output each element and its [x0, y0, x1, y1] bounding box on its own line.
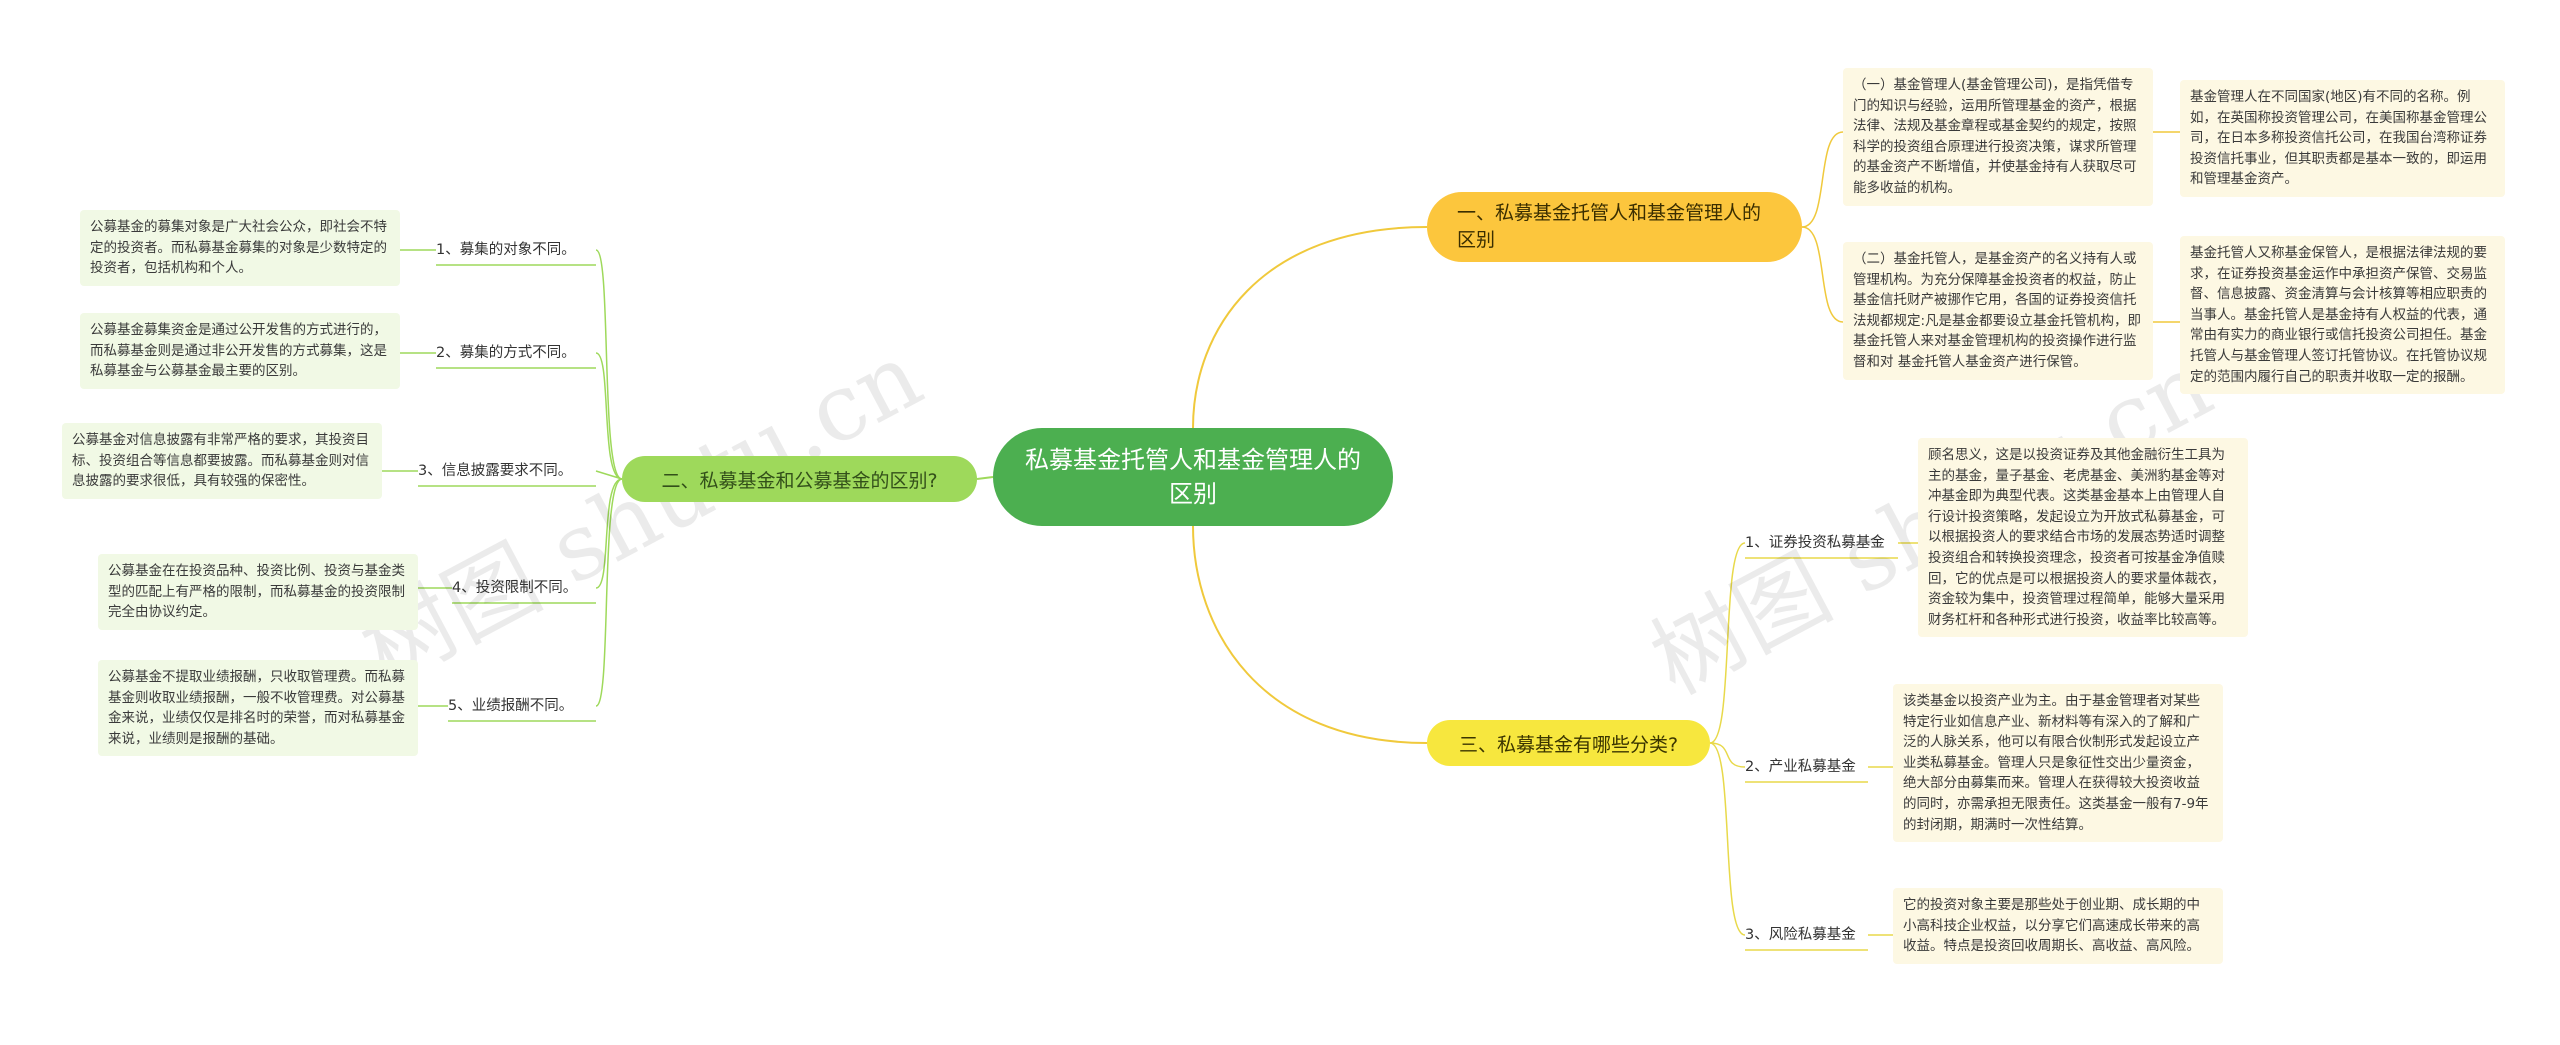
diff-item-3[interactable]: 3、信息披露要求不同。 — [418, 457, 596, 485]
diff-item-5[interactable]: 5、业绩报酬不同。 — [448, 692, 596, 720]
type-item-2[interactable]: 2、产业私募基金 — [1745, 753, 1868, 781]
diff-item-label: 4、投资限制不同。 — [452, 580, 578, 596]
branch-difference-custodian-manager[interactable]: 一、私募基金托管人和基金管理人的区别 — [1427, 192, 1802, 262]
branch-label: 一、私募基金托管人和基金管理人的区别 — [1457, 202, 1762, 251]
type-note-2: 该类基金以投资产业为主。由于基金管理者对某些特定行业如信息产业、新材料等有深入的… — [1893, 684, 2223, 843]
branch-private-fund-types[interactable]: 三、私募基金有哪些分类? — [1427, 720, 1710, 766]
type-item-label: 2、产业私募基金 — [1745, 759, 1856, 775]
type-note-1: 顾名思义，这是以投资证券及其他金融衍生工具为主的基金，量子基金、老虎基金、美洲豹… — [1918, 438, 2248, 638]
diff-note-5: 公募基金不提取业绩报酬，只收取管理费。而私募基金则收取业绩报酬，一般不收管理费。… — [98, 660, 418, 757]
diff-item-label: 3、信息披露要求不同。 — [418, 463, 573, 479]
branch-private-vs-public[interactable]: 二、私募基金和公募基金的区别? — [622, 456, 977, 502]
type-item-label: 3、风险私募基金 — [1745, 927, 1856, 943]
type-item-3[interactable]: 3、风险私募基金 — [1745, 921, 1868, 949]
diff-note-3: 公募基金对信息披露有非常严格的要求，其投资目标、投资组合等信息都要披露。而私募基… — [62, 423, 382, 499]
type-note-3: 它的投资对象主要是那些处于创业期、成长期的中小高科技企业权益，以分享它们高速成长… — [1893, 888, 2223, 964]
diff-item-2[interactable]: 2、募集的方式不同。 — [436, 339, 596, 367]
diff-item-label: 2、募集的方式不同。 — [436, 345, 576, 361]
root-topic-label: 私募基金托管人和基金管理人的区别 — [1025, 446, 1361, 508]
diff-note-4: 公募基金在在投资品种、投资比例、投资与基金类型的匹配上有严格的限制，而私募基金的… — [98, 554, 418, 630]
type-item-label: 1、证券投资私募基金 — [1745, 535, 1885, 551]
manager-definition-card[interactable]: （一）基金管理人(基金管理公司)，是指凭借专门的知识与经验，运用所管理基金的资产… — [1843, 68, 2153, 206]
type-item-1[interactable]: 1、证券投资私募基金 — [1745, 529, 1898, 557]
root-topic[interactable]: 私募基金托管人和基金管理人的区别 — [993, 428, 1393, 526]
diff-note-1: 公募基金的募集对象是广大社会公众，即社会不特定的投资者。而私募基金募集的对象是少… — [80, 210, 400, 286]
diff-item-label: 5、业绩报酬不同。 — [448, 698, 574, 714]
diff-item-4[interactable]: 4、投资限制不同。 — [452, 574, 596, 602]
manager-note: 基金管理人在不同国家(地区)有不同的名称。例如，在英国称投资管理公司，在美国称基… — [2180, 80, 2505, 197]
diff-item-label: 1、募集的对象不同。 — [436, 242, 576, 258]
diff-item-1[interactable]: 1、募集的对象不同。 — [436, 236, 596, 264]
custodian-definition-card[interactable]: （二）基金托管人，是基金资产的名义持有人或管理机构。为充分保障基金投资者的权益，… — [1843, 242, 2153, 380]
branch-label: 三、私募基金有哪些分类? — [1458, 733, 1679, 756]
branch-label: 二、私募基金和公募基金的区别? — [661, 469, 938, 492]
custodian-note: 基金托管人又称基金保管人，是根据法律法规的要求，在证券投资基金运作中承担资产保管… — [2180, 236, 2505, 395]
diff-note-2: 公募基金募集资金是通过公开发售的方式进行的，而私募基金则是通过非公开发售的方式募… — [80, 313, 400, 389]
